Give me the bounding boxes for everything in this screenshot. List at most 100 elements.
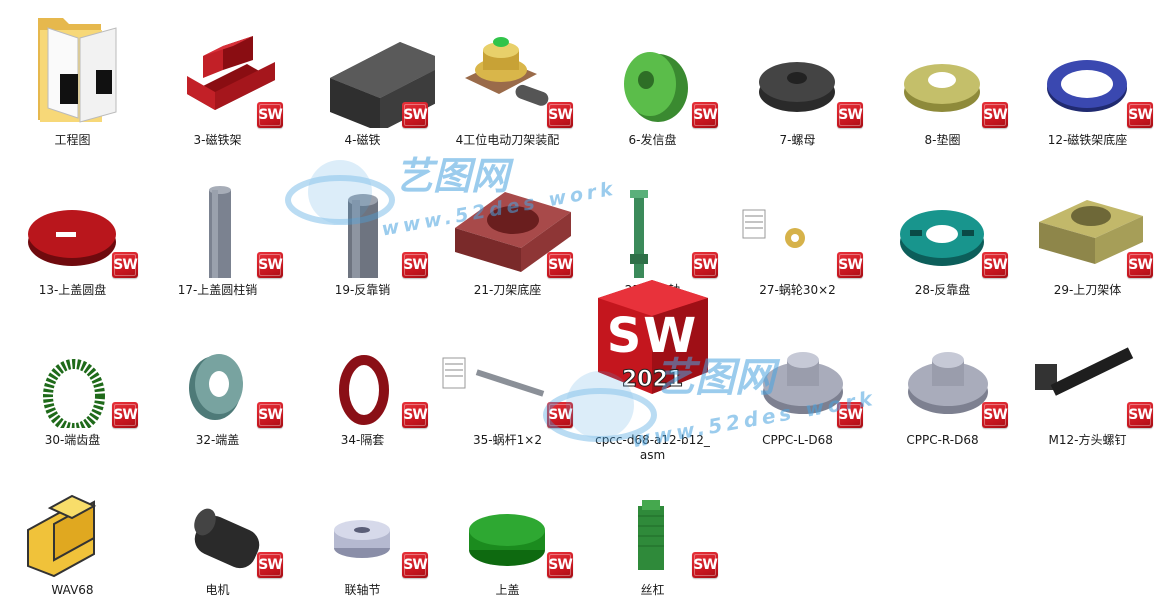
file-thumbnail-icon [870, 300, 1015, 428]
file-item[interactable]: SW CPPC-L-D68 [725, 300, 870, 450]
file-name-label: 13-上盖圆盘 [38, 283, 107, 297]
solidworks-badge-icon: SW [837, 252, 863, 278]
badge-text: SW [258, 407, 283, 423]
solidworks-badge-icon: SW [1127, 402, 1153, 428]
file-thumbnail-icon [0, 300, 145, 428]
solidworks-badge-icon: SW [402, 102, 428, 128]
solidworks-badge-icon: SW [982, 402, 1008, 428]
file-name-label: 32-端盖 [195, 433, 240, 447]
file-name-label: M12-方头螺钉 [1048, 433, 1127, 447]
file-item[interactable]: SW 21-刀架底座 [435, 150, 580, 300]
solidworks-badge-icon: SW [257, 552, 283, 578]
file-name-label: 29-上刀架体 [1053, 283, 1122, 297]
file-thumbnail-icon [870, 0, 1015, 128]
badge-text: SW [838, 257, 863, 273]
file-name-label: 4-磁铁 [344, 133, 381, 147]
file-thumbnail-icon [290, 450, 435, 578]
badge-text: SW [548, 557, 573, 573]
file-name-label: WAV68 [51, 583, 94, 597]
badge-text: SW [258, 107, 283, 123]
file-name-label: 3-磁铁架 [193, 133, 242, 147]
file-item[interactable]: SW 28-反靠盘 [870, 150, 1015, 300]
file-thumbnail-icon [870, 150, 1015, 278]
badge-text: SW [693, 257, 718, 273]
file-name-label: 8-垫圈 [924, 133, 961, 147]
file-thumbnail-icon [290, 150, 435, 278]
file-thumbnail-icon [580, 0, 725, 128]
file-item[interactable]: SW 29-上刀架体 [1015, 150, 1160, 300]
file-item[interactable]: SW 8-垫圈 [870, 0, 1015, 150]
file-item[interactable]: SW 电机 [145, 450, 290, 600]
file-name-label: 19-反靠销 [334, 283, 391, 297]
file-name-label: 12-磁铁架底座 [1047, 133, 1128, 147]
solidworks-badge-icon: SW [982, 102, 1008, 128]
solidworks-badge-icon: SW [547, 552, 573, 578]
file-name-label: 34-隔套 [340, 433, 385, 447]
file-name-label: CPPC-L-D68 [762, 433, 833, 447]
file-item[interactable]: SW 4-磁铁 [290, 0, 435, 150]
file-item[interactable]: SW 34-隔套 [290, 300, 435, 450]
file-item[interactable]: SW 12-磁铁架底座 [1015, 0, 1160, 150]
solidworks-badge-icon: SW [982, 252, 1008, 278]
file-name-label: 35-蜗杆1×2 [473, 433, 542, 447]
solidworks-badge-icon: SW [547, 252, 573, 278]
file-item[interactable]: SW 19-反靠销 [290, 150, 435, 300]
file-item[interactable]: SW 30-端齿盘 [0, 300, 145, 450]
solidworks-badge-icon: SW [257, 402, 283, 428]
file-name-label: 28-反靠盘 [914, 283, 971, 297]
file-name-label: 17-上盖圆柱销 [177, 283, 258, 297]
badge-text: SW [113, 407, 138, 423]
file-name-label: CPPC-R-D68 [906, 433, 979, 447]
solidworks-badge-icon: SW [692, 552, 718, 578]
solidworks-badge-icon: SW [112, 252, 138, 278]
file-name-label: 21-刀架底座 [473, 283, 542, 297]
badge-text: SW [113, 257, 138, 273]
solidworks-badge-icon: SW [402, 402, 428, 428]
badge-text: SW [548, 257, 573, 273]
file-item[interactable]: SW 13-上盖圆盘 [0, 150, 145, 300]
badge-text: SW [838, 107, 863, 123]
file-thumbnail-icon [725, 150, 870, 278]
badge-text: SW [983, 407, 1008, 423]
file-name-label: 27-蜗轮30×2 [759, 283, 836, 297]
badge-text: SW [403, 257, 428, 273]
badge-text: SW [403, 557, 428, 573]
solidworks-badge-icon: SW [1127, 252, 1153, 278]
badge-text: SW [258, 257, 283, 273]
file-thumbnail-icon [145, 300, 290, 428]
badge-text: SW [838, 407, 863, 423]
file-item[interactable]: WAV68 [0, 450, 145, 600]
solidworks-badge-icon: SW [837, 402, 863, 428]
file-item[interactable]: SW CPPC-R-D68 [870, 300, 1015, 450]
file-name-label: 4工位电动刀架装配 [455, 133, 560, 147]
file-thumbnail-icon [290, 300, 435, 428]
solidworks-badge-icon: SW [1127, 102, 1153, 128]
file-name-label: 电机 [205, 583, 230, 597]
file-thumbnail-icon [725, 300, 870, 428]
file-item[interactable]: SW 3-磁铁架 [145, 0, 290, 150]
badge-text: SW [258, 557, 283, 573]
file-thumbnail-icon [435, 300, 580, 428]
badge-text: SW [693, 557, 718, 573]
file-thumbnail-icon [435, 0, 580, 128]
folder-icon [0, 0, 145, 128]
file-thumbnail-icon [435, 450, 580, 578]
file-item[interactable]: SW 32-端盖 [145, 300, 290, 450]
solidworks-badge-icon: SW [402, 552, 428, 578]
file-name-label: 30-端齿盘 [44, 433, 101, 447]
badge-text: SW [403, 407, 428, 423]
file-item[interactable]: 工程图 [0, 0, 145, 150]
